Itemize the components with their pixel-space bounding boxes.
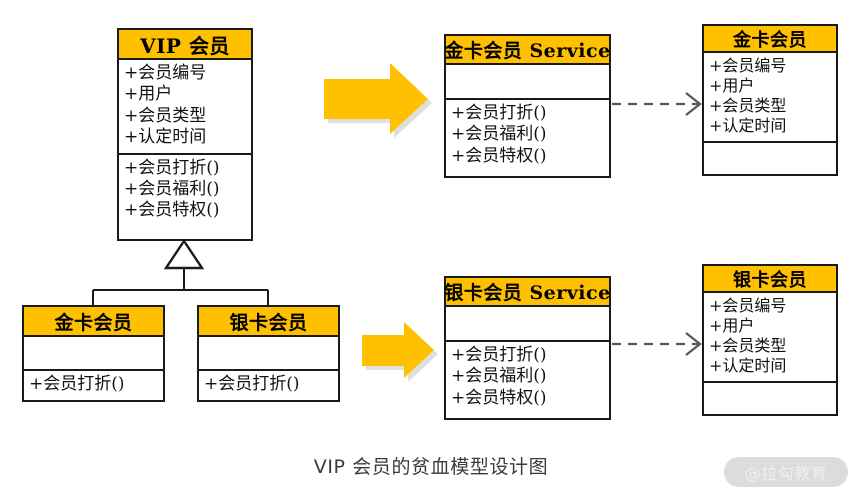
attribute-row: +会员编号 xyxy=(124,63,207,83)
class-title-silver-member-model: 银卡会员 xyxy=(704,266,836,293)
class-title-gold-member-service: 金卡会员 Service xyxy=(444,36,610,65)
attribute-row: +会员编号 xyxy=(709,56,787,75)
generalization-connector xyxy=(92,238,269,305)
attribute-row: +会员类型 xyxy=(124,105,207,126)
method-row: +会员打折() xyxy=(124,157,220,178)
class-box-gold-member-sub[interactable]: 金卡会员 +会员打折() xyxy=(22,305,165,402)
method-row: +会员福利() xyxy=(124,179,220,200)
bottom-dependency-connector xyxy=(612,332,702,356)
bottom-block-arrow-shadow xyxy=(366,326,438,382)
class-title-vip-member: VIP 会员 xyxy=(119,30,251,60)
methods-compartment-gold-member-service: +会员打折() +会员福利() +会员特权() xyxy=(446,98,609,171)
class-title-silver-member-service: 银卡会员 Service xyxy=(444,278,610,307)
attribute-row: +会员类型 xyxy=(709,336,787,356)
block-arrow-right-icon xyxy=(362,322,434,378)
attributes-compartment-silver-member-sub xyxy=(199,337,338,369)
attribute-row: +认定时间 xyxy=(124,127,207,148)
top-block-arrow xyxy=(324,63,432,138)
bottom-block-arrow xyxy=(362,322,438,382)
diagram-caption: VIP 会员的贫血模型设计图 xyxy=(313,456,549,478)
attributes-compartment-vip-member: +会员编号 +用户 +会员类型 +认定时间 xyxy=(119,60,251,153)
dependency-open-arrowhead-icon xyxy=(685,332,702,356)
class-box-silver-member-sub[interactable]: 银卡会员 +会员打折() xyxy=(197,305,340,402)
class-title-silver-member-sub: 银卡会员 xyxy=(199,307,338,337)
attribute-row: +会员类型 xyxy=(709,96,787,116)
methods-compartment-silver-member-model xyxy=(704,380,836,410)
attributes-compartment-silver-member-service xyxy=(446,307,609,340)
attributes-compartment-gold-member-service xyxy=(446,65,609,98)
top-block-arrow-shadow xyxy=(328,67,432,138)
attribute-row: +用户 xyxy=(709,316,755,336)
watermark-badge: @拉勾教育 xyxy=(724,457,848,487)
attribute-row: +会员编号 xyxy=(709,296,787,315)
class-box-gold-member-model[interactable]: 金卡会员 +会员编号 +用户 +会员类型 +认定时间 xyxy=(702,24,838,176)
class-title-gold-member-sub: 金卡会员 xyxy=(24,307,163,337)
attributes-compartment-gold-member-sub xyxy=(24,337,163,369)
method-row: +会员福利() xyxy=(451,124,547,145)
attribute-row: +认定时间 xyxy=(709,356,787,376)
method-row: +会员特权() xyxy=(451,387,547,408)
attribute-row: +认定时间 xyxy=(709,116,787,136)
method-row: +会员特权() xyxy=(124,200,220,221)
attributes-compartment-gold-member-model: +会员编号 +用户 +会员类型 +认定时间 xyxy=(704,53,836,141)
method-row: +会员打折() xyxy=(451,103,547,123)
attribute-row: +用户 xyxy=(709,76,755,96)
class-box-gold-member-service[interactable]: 金卡会员 Service +会员打折() +会员福利() +会员特权() xyxy=(444,34,611,178)
class-title-gold-member-model: 金卡会员 xyxy=(704,26,836,53)
dependency-open-arrowhead-icon xyxy=(685,92,702,116)
class-box-vip-member[interactable]: VIP 会员 +会员编号 +用户 +会员类型 +认定时间 +会员打折() +会员… xyxy=(117,28,253,241)
method-row: +会员特权() xyxy=(451,145,547,166)
top-dependency-connector xyxy=(612,92,702,116)
block-arrow-right-icon xyxy=(324,63,428,134)
method-row: +会员福利() xyxy=(451,366,547,387)
method-row: +会员打折() xyxy=(451,345,547,365)
methods-compartment-vip-member: +会员打折() +会员福利() +会员特权() xyxy=(119,152,251,226)
methods-compartment-gold-member-model xyxy=(704,140,836,170)
attribute-row: +用户 xyxy=(124,84,173,105)
methods-compartment-silver-member-sub: +会员打折() xyxy=(199,369,338,399)
attributes-compartment-silver-member-model: +会员编号 +用户 +会员类型 +认定时间 xyxy=(704,293,836,381)
class-box-silver-member-model[interactable]: 银卡会员 +会员编号 +用户 +会员类型 +认定时间 xyxy=(702,264,838,416)
methods-compartment-silver-member-service: +会员打折() +会员福利() +会员特权() xyxy=(446,340,609,413)
method-row: +会员打折() xyxy=(204,374,300,394)
inheritance-triangle-icon xyxy=(163,238,205,270)
class-box-silver-member-service[interactable]: 银卡会员 Service +会员打折() +会员福利() +会员特权() xyxy=(444,276,611,420)
method-row: +会员打折() xyxy=(29,374,125,394)
methods-compartment-gold-member-sub: +会员打折() xyxy=(24,369,163,399)
